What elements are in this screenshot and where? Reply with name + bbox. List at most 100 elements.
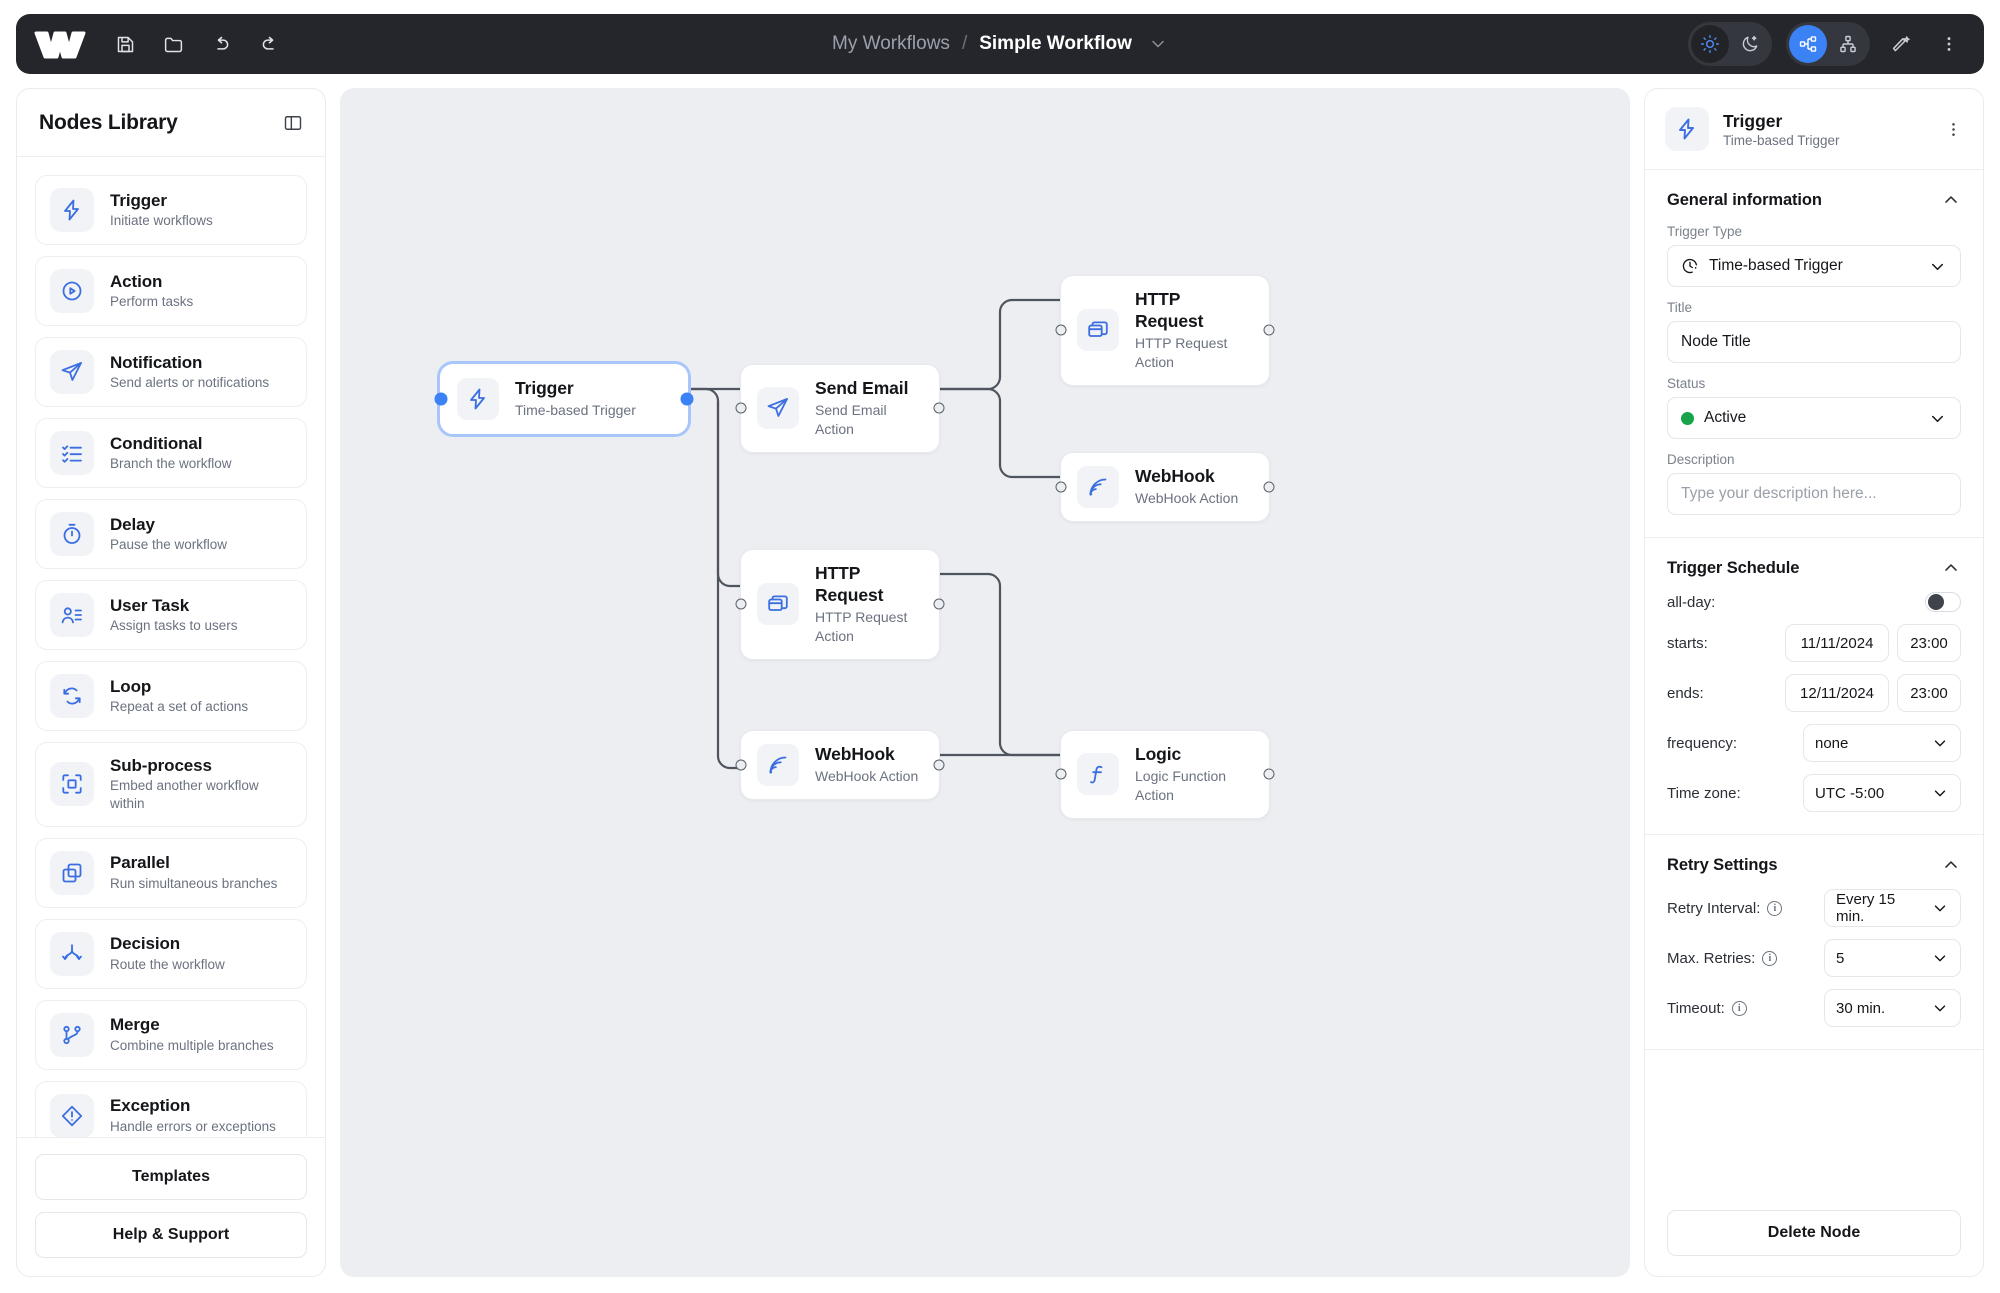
canvas-node-subtitle: Send Email Action [815,401,887,437]
help-support-button[interactable]: Help & Support [35,1212,307,1258]
node-output-port[interactable] [1263,324,1275,336]
retry-interval-select[interactable]: Every 15 min. [1824,889,1961,927]
info-icon[interactable]: i [1731,1000,1747,1016]
chevron-down-icon [1931,734,1949,752]
timezone-select[interactable]: UTC -5:00 [1803,774,1961,812]
ends-date-input[interactable]: 12/11/2024 [1785,674,1889,712]
node-input-port[interactable] [735,402,747,414]
info-icon[interactable]: i [1767,900,1783,916]
general-information-header[interactable]: General information [1667,190,1961,210]
node-input-port[interactable] [434,392,448,406]
frequency-select[interactable]: none [1803,724,1961,762]
node-output-port[interactable] [933,759,945,771]
breadcrumb-separator: / [961,33,968,54]
all-day-toggle[interactable] [1925,592,1961,612]
status-select[interactable]: Active [1667,397,1961,439]
frequency-row: frequency: none [1667,724,1961,762]
breadcrumb-parent[interactable]: My Workflows [832,33,950,54]
chevron-up-icon[interactable] [1941,190,1961,210]
delete-node-button[interactable]: Delete Node [1667,1210,1961,1256]
node-input-port[interactable] [735,598,747,610]
templates-button[interactable]: Templates [35,1154,307,1200]
node-output-port[interactable] [1263,768,1275,780]
section-title: Retry Settings [1667,855,1778,874]
layout-vertical-icon[interactable] [1829,25,1867,63]
app-logo[interactable] [34,27,90,61]
retry-settings-header[interactable]: Retry Settings [1667,855,1961,875]
node-output-port[interactable] [680,392,694,406]
canvas-node-subtitle: WebHook Action [815,767,919,784]
title-input[interactable]: Node Title [1667,321,1961,363]
max-retries-select[interactable]: 5 [1824,939,1961,977]
node-output-port[interactable] [1263,481,1275,493]
user-task-icon [50,593,94,637]
moon-icon[interactable] [1731,25,1769,63]
starts-date-input[interactable]: 11/11/2024 [1785,624,1889,662]
node-type-subtitle: Branch the workflow [110,456,232,472]
ends-time-input[interactable]: 23:00 [1897,674,1961,712]
starts-time-input[interactable]: 23:00 [1897,624,1961,662]
node-type-title: Trigger [110,190,167,210]
inspector-node-title: Trigger [1723,110,1783,131]
node-type-subtitle: Assign tasks to users [110,618,238,634]
save-icon[interactable] [112,31,138,57]
chevron-up-icon[interactable] [1941,855,1961,875]
timeout-select[interactable]: 30 min. [1824,989,1961,1027]
edge-http2-logic [938,572,1062,757]
open-folder-icon[interactable] [160,31,186,57]
all-day-row: all-day: [1667,592,1961,612]
node-input-port[interactable] [1055,481,1067,493]
node-input-port[interactable] [1055,768,1067,780]
max-retries-label: Max. Retries: [1667,949,1756,967]
description-input[interactable]: Type your description here... [1667,473,1961,515]
info-icon[interactable]: i [1762,950,1778,966]
layout-horizontal-icon[interactable] [1789,25,1827,63]
node-type-title: Exception [110,1096,191,1116]
sun-icon[interactable] [1691,25,1729,63]
node-input-port[interactable] [735,759,747,771]
trigger-schedule-header[interactable]: Trigger Schedule [1667,558,1961,578]
panel-collapse-icon[interactable] [283,113,303,133]
node-input-port[interactable] [1055,324,1067,336]
layout-toggle-group [1786,22,1870,66]
description-field: Description Type your description here..… [1667,452,1961,515]
canvas-node-title: HTTP Request [815,562,884,605]
chevron-up-icon[interactable] [1941,558,1961,578]
magic-wand-icon[interactable] [1884,27,1918,61]
node-output-port[interactable] [933,598,945,610]
node-output-port[interactable] [933,402,945,414]
kebab-menu-icon[interactable] [1944,120,1963,139]
breadcrumb: My Workflows / Simple Workflow [832,33,1168,55]
undo-icon[interactable] [208,31,234,57]
redo-icon[interactable] [256,31,282,57]
node-type-title: Loop [110,676,152,696]
trigger-type-select[interactable]: Time-based Trigger [1667,245,1961,287]
node-type-subtitle: Repeat a set of actions [110,699,249,715]
kebab-menu-icon[interactable] [1932,27,1966,61]
chevron-down-icon[interactable] [1148,34,1168,54]
